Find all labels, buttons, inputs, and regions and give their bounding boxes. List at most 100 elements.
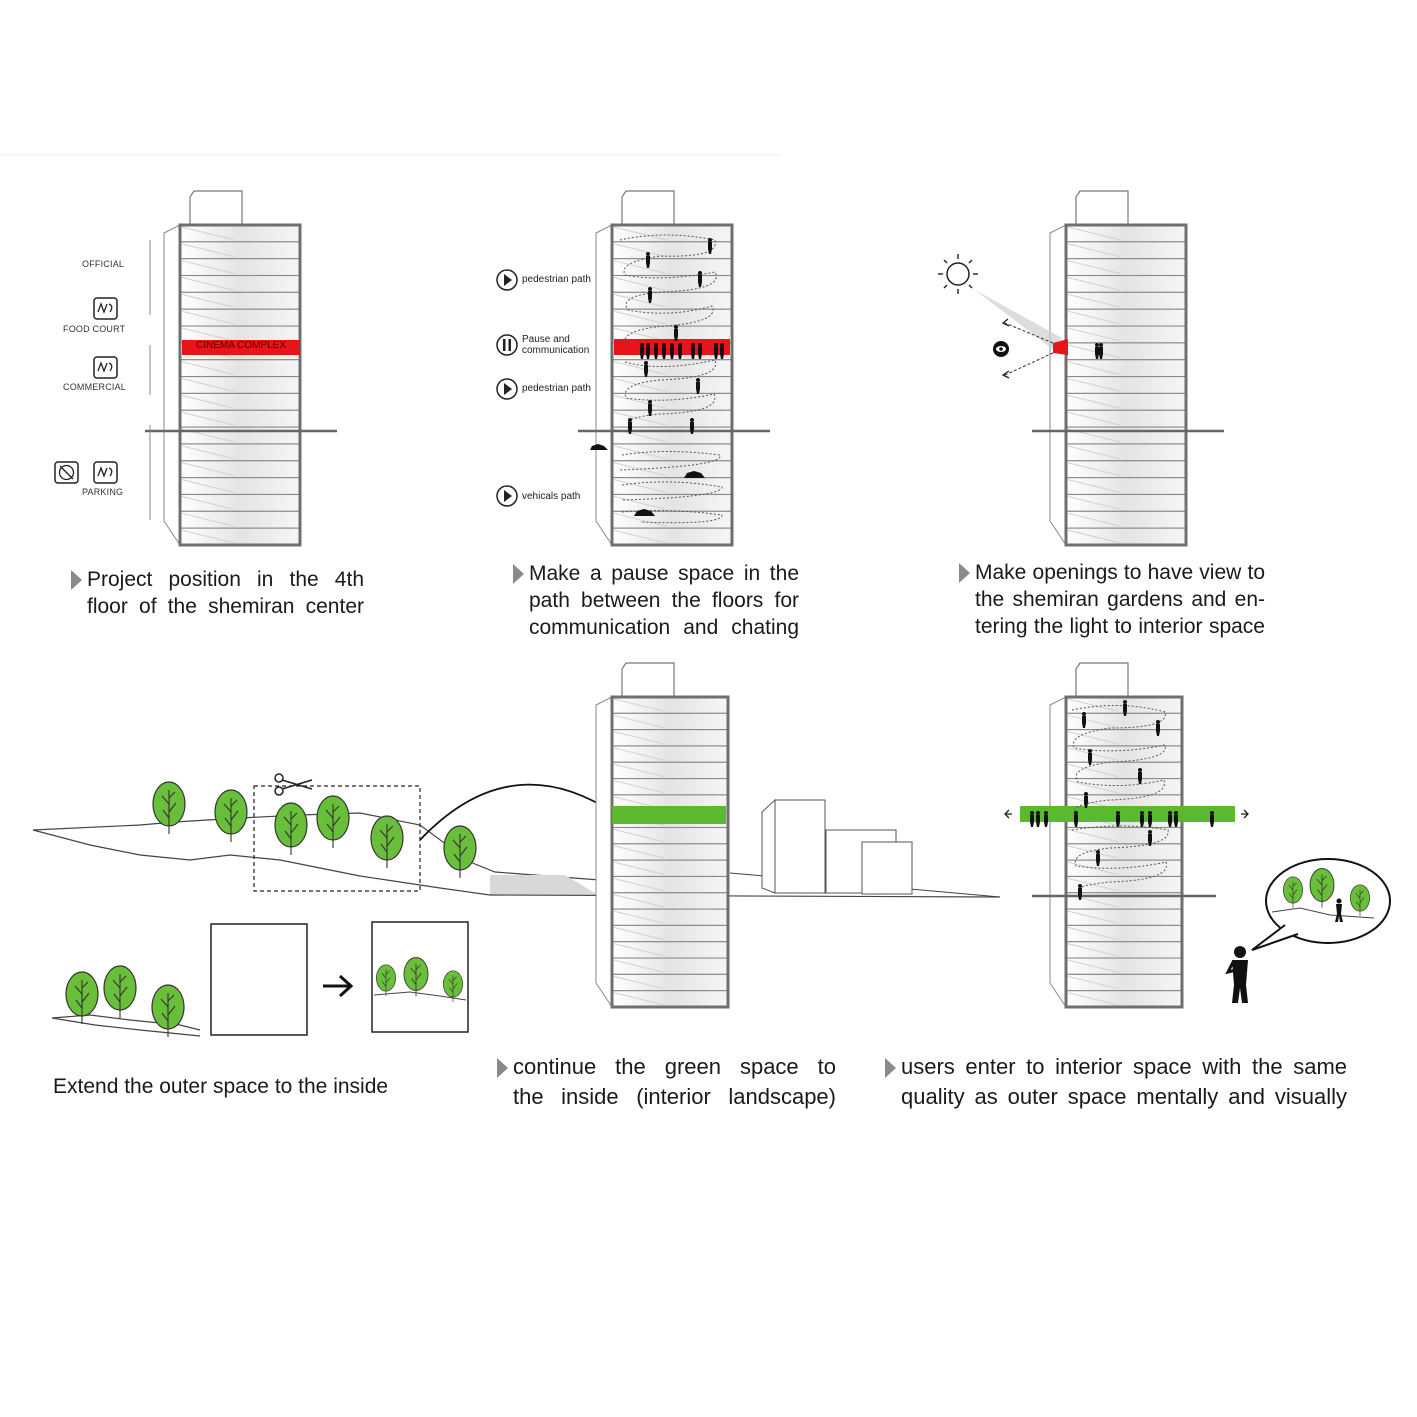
tower-floor bbox=[1065, 826, 1183, 845]
no-parking-icon bbox=[54, 461, 79, 484]
tower-floor bbox=[611, 359, 733, 378]
caption-panel-5: continue the green space to the inside (… bbox=[497, 1052, 836, 1112]
tower-floor bbox=[1065, 875, 1183, 894]
label-parking: PARKING bbox=[82, 487, 124, 497]
legend-pause-line2: communication bbox=[522, 345, 590, 356]
tower-floor bbox=[1065, 291, 1187, 310]
tower-floor-shade bbox=[1067, 361, 1121, 376]
tower-floor-shade bbox=[613, 529, 667, 544]
viewer-figure bbox=[1225, 946, 1248, 1003]
tower-frame bbox=[1064, 695, 1184, 1009]
caption-line: continue the green space to bbox=[513, 1054, 836, 1079]
person-silhouette bbox=[654, 343, 658, 359]
tower-floor-shade bbox=[181, 327, 235, 342]
panel-6-tower bbox=[1020, 662, 1235, 1009]
tower-floor-shade bbox=[181, 293, 235, 308]
tower-floor-shade bbox=[613, 894, 665, 908]
tower-floor-shade bbox=[1067, 462, 1121, 477]
tower-floor bbox=[1065, 941, 1183, 959]
neighbour-buildings bbox=[761, 798, 913, 895]
tower-floor bbox=[1065, 325, 1187, 344]
tower-floor-shade bbox=[613, 763, 665, 778]
tower-side-face bbox=[595, 224, 613, 547]
tower-floor bbox=[611, 941, 729, 959]
legend-pedestrian-path: pedestrian path bbox=[522, 274, 591, 285]
tower-floor-shade bbox=[613, 479, 667, 493]
tower-floor bbox=[1065, 241, 1187, 260]
tower-floor-shade bbox=[613, 780, 665, 794]
tower-floor-shade bbox=[613, 861, 665, 875]
tower-floor bbox=[179, 308, 301, 327]
person-silhouette bbox=[678, 343, 682, 359]
tower-floor-shade bbox=[613, 394, 667, 409]
tower-floor bbox=[1065, 392, 1187, 411]
tower-floor-shade bbox=[613, 260, 667, 275]
play-icon bbox=[496, 269, 518, 291]
tower-floor bbox=[179, 392, 301, 411]
tower-floor bbox=[179, 241, 301, 260]
person-silhouette bbox=[1174, 811, 1178, 827]
caption-line: Make a pause space in the bbox=[529, 562, 799, 585]
panel-6-dotted-path bbox=[1071, 705, 1169, 893]
tower-floor bbox=[1065, 477, 1187, 496]
bullet-triangle-icon bbox=[885, 1058, 896, 1078]
tower-floor bbox=[611, 258, 733, 277]
tower-floor-shade bbox=[181, 411, 235, 426]
tower-floor-shade bbox=[181, 529, 235, 544]
person-silhouette bbox=[1074, 811, 1078, 827]
tower-floor bbox=[611, 308, 733, 327]
tower-floor bbox=[1065, 973, 1183, 992]
tower-floor bbox=[611, 843, 729, 861]
tower-floor bbox=[179, 291, 301, 310]
tower-floor-shade bbox=[1067, 975, 1119, 990]
tower-floor bbox=[179, 510, 301, 529]
tower-floor bbox=[179, 443, 301, 462]
tower-floor-shade bbox=[1067, 277, 1121, 291]
tower-floor bbox=[611, 712, 729, 731]
tower-floor-shade bbox=[1067, 479, 1121, 493]
tower-floor bbox=[611, 696, 729, 714]
tower-floor-shade bbox=[613, 959, 665, 973]
tower-floor-shade bbox=[181, 243, 235, 258]
tower-floor bbox=[179, 224, 301, 243]
tower-floor-shade bbox=[613, 975, 665, 990]
tower-side-face bbox=[595, 696, 613, 1009]
tower-floor-shade bbox=[181, 226, 235, 241]
person-silhouette bbox=[1036, 811, 1040, 827]
tower-floor bbox=[179, 359, 301, 378]
tower-floor bbox=[1065, 224, 1187, 243]
tower-floor bbox=[611, 274, 733, 293]
tower-floor bbox=[179, 409, 301, 428]
tower-floor-shade bbox=[181, 394, 235, 409]
tower-floor-shade bbox=[181, 512, 235, 527]
tower-floor-shade bbox=[1067, 992, 1119, 1006]
tower-floor bbox=[611, 291, 733, 310]
tower-floor-shade bbox=[1067, 260, 1121, 275]
tower-floor bbox=[1065, 990, 1183, 1008]
tower-floor bbox=[1065, 359, 1187, 378]
tower-floor-shade bbox=[1067, 445, 1121, 460]
bullet-triangle-icon bbox=[959, 563, 970, 583]
tower-floor bbox=[179, 460, 301, 479]
thought-bubble bbox=[1251, 858, 1391, 951]
tower-floor bbox=[611, 224, 733, 243]
tower-floor bbox=[1065, 258, 1187, 277]
tower-floor bbox=[611, 924, 729, 943]
tower-floor-shade bbox=[1067, 243, 1121, 258]
tower-floor-shade bbox=[613, 512, 667, 527]
green-band-arrows bbox=[1004, 809, 1249, 819]
caption-panel-6: users enter to interior space with the s… bbox=[885, 1052, 1347, 1112]
tower-floor-shade bbox=[1067, 411, 1121, 426]
caption-panel-2: Make a pause space in the path between t… bbox=[513, 560, 799, 641]
person-silhouette bbox=[714, 343, 718, 359]
caption-line: Make openings to have view to bbox=[975, 561, 1265, 584]
person-silhouette bbox=[670, 343, 674, 359]
tower-floor-shade bbox=[613, 910, 665, 924]
tower-floor bbox=[611, 892, 729, 910]
tower-floor-shade bbox=[181, 310, 235, 325]
tower-rooftop bbox=[621, 662, 675, 698]
tower-floor bbox=[1065, 843, 1183, 861]
legend-vehicle-path: vehicals path bbox=[522, 491, 581, 502]
panel-1-tower bbox=[145, 190, 337, 547]
tower-floor-shade bbox=[181, 361, 235, 376]
